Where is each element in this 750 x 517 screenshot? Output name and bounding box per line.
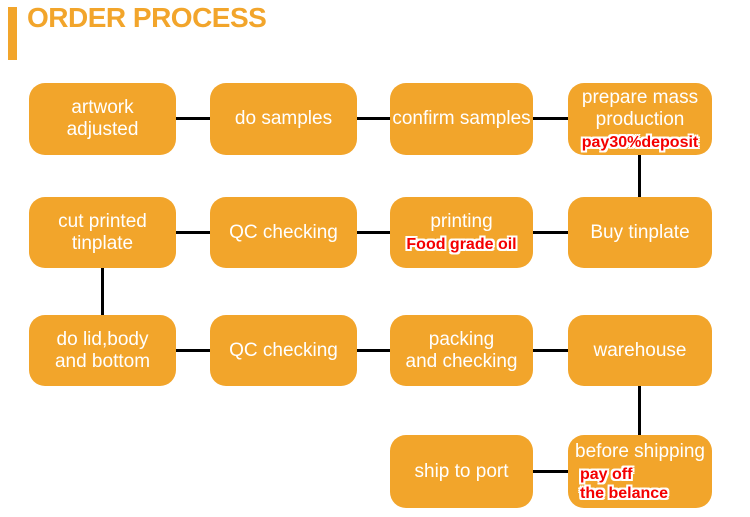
flow-step-qc-checking-1: QC checking bbox=[210, 197, 357, 268]
connector-line bbox=[533, 231, 568, 234]
step-note-line: the belance bbox=[580, 484, 669, 502]
step-note-food-grade-oil: Food grade oil bbox=[406, 235, 516, 254]
step-label: QC checking bbox=[229, 339, 338, 361]
step-label: and bottom bbox=[54, 350, 151, 372]
connector-line bbox=[357, 231, 390, 234]
flow-step-artwork-adjusted: artwork adjusted bbox=[29, 83, 176, 155]
step-label: QC checking bbox=[229, 221, 338, 243]
flow-step-do-lid-body-and-bottom: do lid,body and bottom bbox=[29, 315, 176, 386]
flow-step-cut-printed-tinplate: cut printed tinplate bbox=[29, 197, 176, 268]
step-label: Buy tinplate bbox=[590, 221, 690, 243]
connector-line bbox=[176, 231, 210, 234]
connector-line bbox=[357, 117, 390, 120]
step-label: prepare mass bbox=[581, 86, 699, 108]
connector-line bbox=[101, 268, 104, 315]
page-title-line: PROCESS bbox=[132, 2, 267, 33]
flow-step-ship-to-port: ship to port bbox=[390, 435, 533, 508]
connector-line bbox=[533, 349, 568, 352]
step-label: packing bbox=[428, 328, 495, 350]
step-label: printing bbox=[430, 211, 493, 232]
step-label: do samples bbox=[234, 108, 333, 129]
connector-line bbox=[176, 349, 210, 352]
connector-line bbox=[176, 117, 210, 120]
step-label: production bbox=[595, 108, 685, 130]
connector-line bbox=[638, 155, 641, 197]
flow-step-confirm-samples: confirm samples bbox=[390, 83, 533, 155]
step-label: before shipping bbox=[575, 440, 705, 462]
step-label: ship to port bbox=[414, 460, 509, 482]
flow-step-packing-and-checking: packing and checking bbox=[390, 315, 533, 386]
page-title: ORDER PROCESS bbox=[27, 2, 267, 33]
flow-step-qc-checking-2: QC checking bbox=[210, 315, 357, 386]
connector-line bbox=[533, 470, 568, 473]
step-label: and checking bbox=[405, 350, 518, 372]
step-note-pay-deposit: pay30%deposit bbox=[582, 133, 698, 152]
flow-step-buy-tinplate: Buy tinplate bbox=[568, 197, 712, 268]
flow-step-printing: printing Food grade oil bbox=[390, 197, 533, 268]
connector-line bbox=[357, 349, 390, 352]
flow-step-warehouse: warehouse bbox=[568, 315, 712, 386]
step-note-pay-off-balance: pay off the belance bbox=[568, 465, 668, 503]
page-title-line: ORDER bbox=[27, 2, 126, 33]
step-label: do lid,body bbox=[56, 328, 149, 350]
step-label: artwork bbox=[71, 97, 134, 118]
step-note-line: Food grade oil bbox=[406, 236, 517, 253]
connector-line bbox=[638, 386, 641, 435]
step-note-line: pay off bbox=[580, 465, 633, 483]
step-label: cut printed bbox=[58, 210, 147, 232]
step-note-line: pay30%deposit bbox=[581, 133, 699, 151]
step-label: tinplate bbox=[71, 232, 134, 254]
flow-step-before-shipping: before shipping pay off the belance bbox=[568, 435, 712, 508]
flow-step-do-samples: do samples bbox=[210, 83, 357, 155]
step-label: warehouse bbox=[593, 339, 687, 361]
flow-step-prepare-mass-production: prepare mass production pay30%deposit bbox=[568, 83, 712, 155]
connector-line bbox=[533, 117, 568, 120]
step-label: confirm samples bbox=[392, 108, 531, 129]
title-accent-bar bbox=[8, 7, 17, 60]
step-label: adjusted bbox=[66, 119, 139, 140]
